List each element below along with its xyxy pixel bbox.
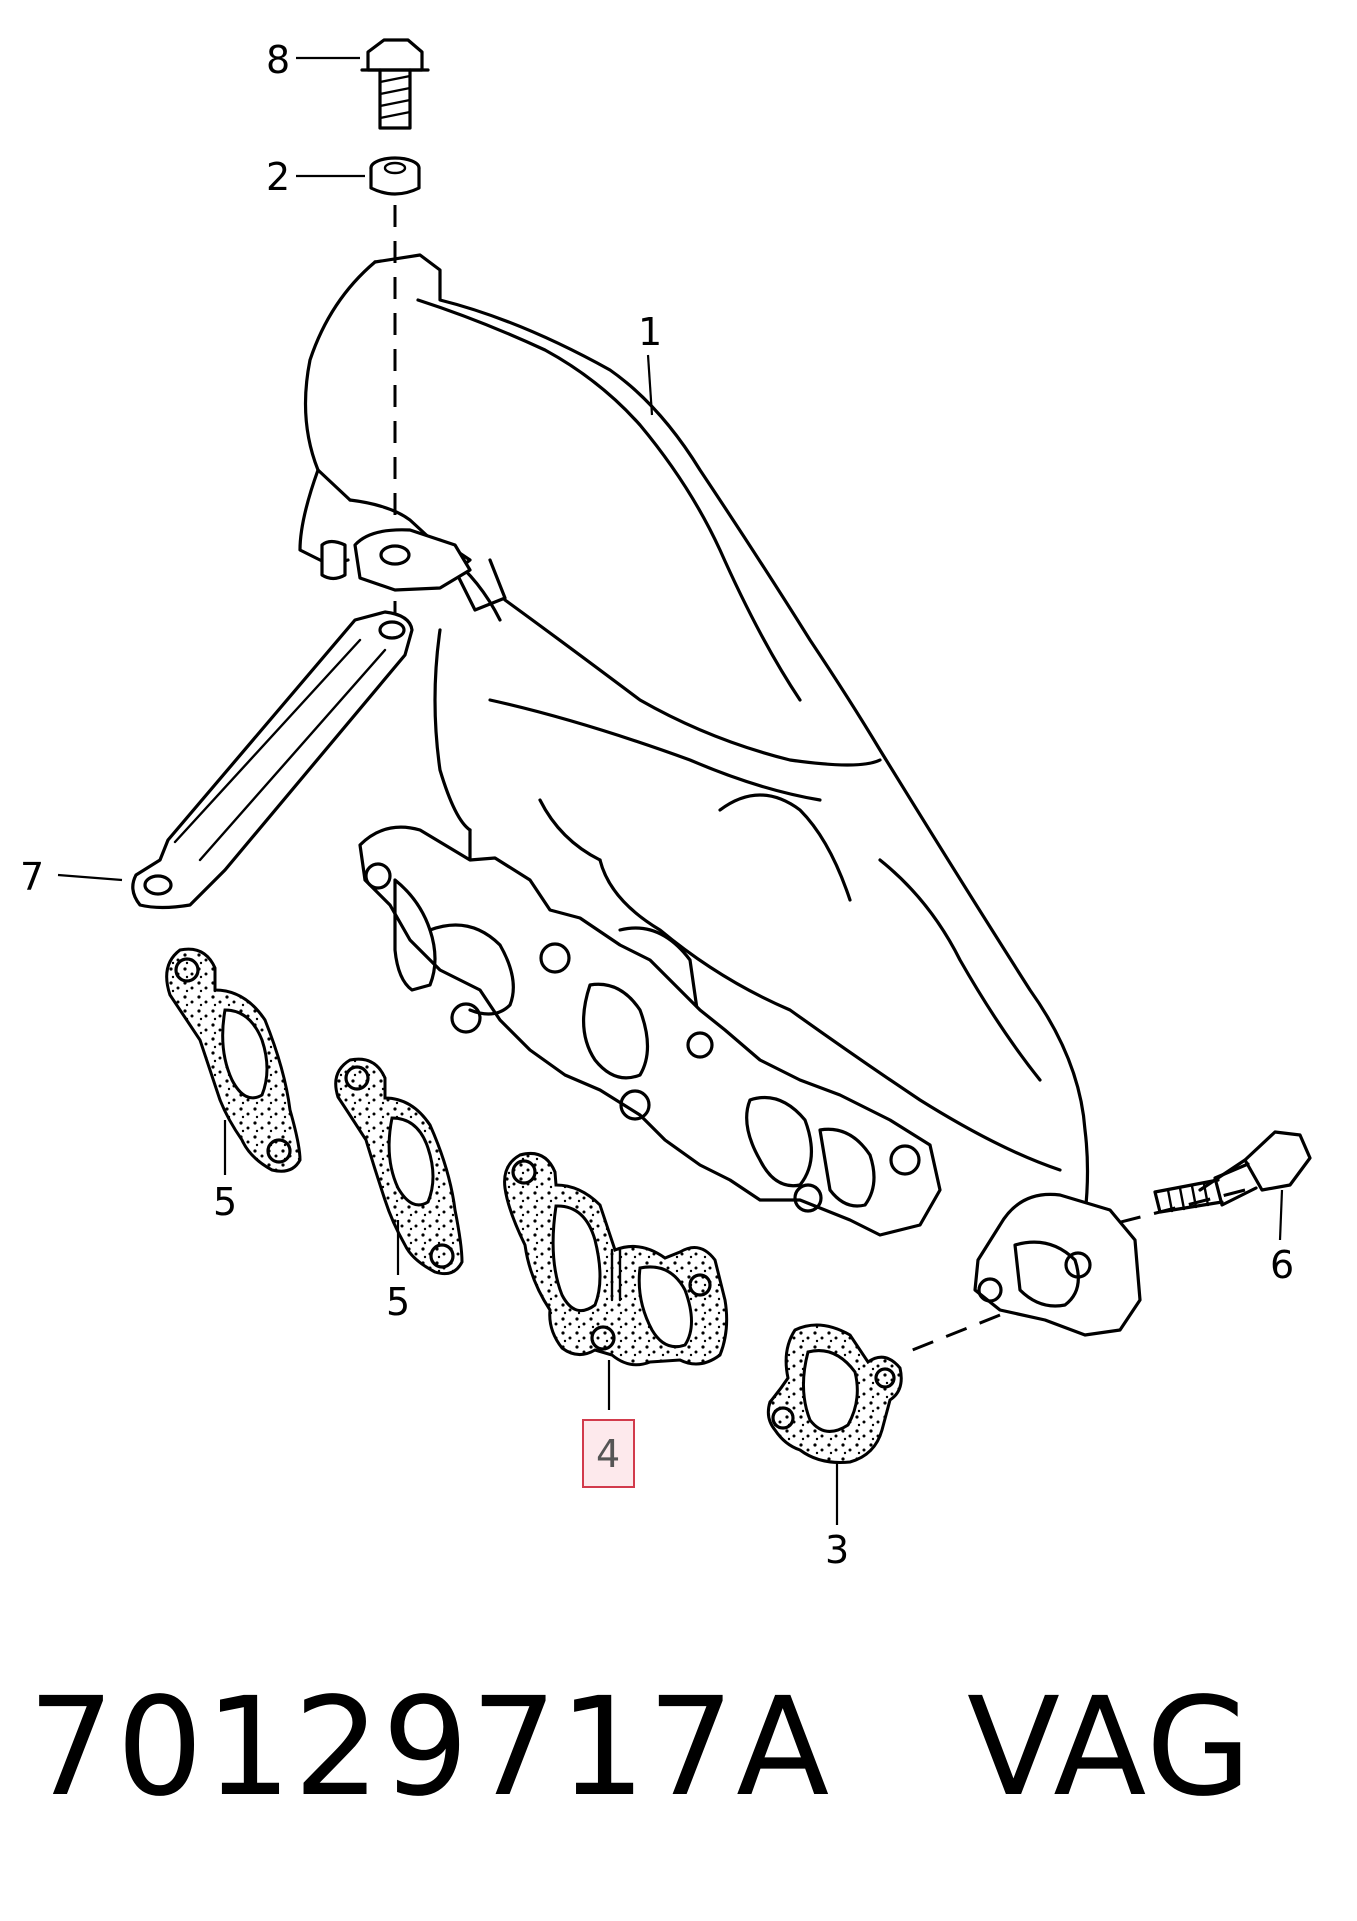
callout-3[interactable]: 3 — [825, 1528, 849, 1572]
caption-gap — [831, 1669, 967, 1827]
bushing-2-icon — [369, 156, 421, 196]
bolt-8-icon — [360, 38, 430, 130]
gasket-4 — [503, 1151, 729, 1367]
callout-4-highlight — [582, 1419, 635, 1488]
exhaust-manifold-1 — [298, 253, 1142, 1337]
callout-2[interactable]: 2 — [266, 155, 290, 199]
callout-1[interactable]: 1 — [638, 310, 662, 354]
gasket-5-left — [165, 947, 302, 1173]
callout-8[interactable]: 8 — [266, 38, 290, 82]
bracket-7 — [131, 610, 414, 910]
stud-6-icon — [1153, 1130, 1312, 1214]
part-number: 70129717A — [28, 1669, 832, 1827]
brand-name: VAG — [966, 1669, 1254, 1827]
part-number-caption: 70129717A VAG — [28, 1680, 1253, 1816]
gasket-3 — [766, 1323, 903, 1464]
callout-5-middle[interactable]: 5 — [386, 1280, 410, 1324]
gasket-5-middle — [334, 1057, 464, 1276]
callout-5-left[interactable]: 5 — [213, 1180, 237, 1224]
callout-6[interactable]: 6 — [1270, 1243, 1294, 1287]
callout-7[interactable]: 7 — [20, 855, 44, 899]
callout-4[interactable]: 4 — [596, 1432, 620, 1476]
